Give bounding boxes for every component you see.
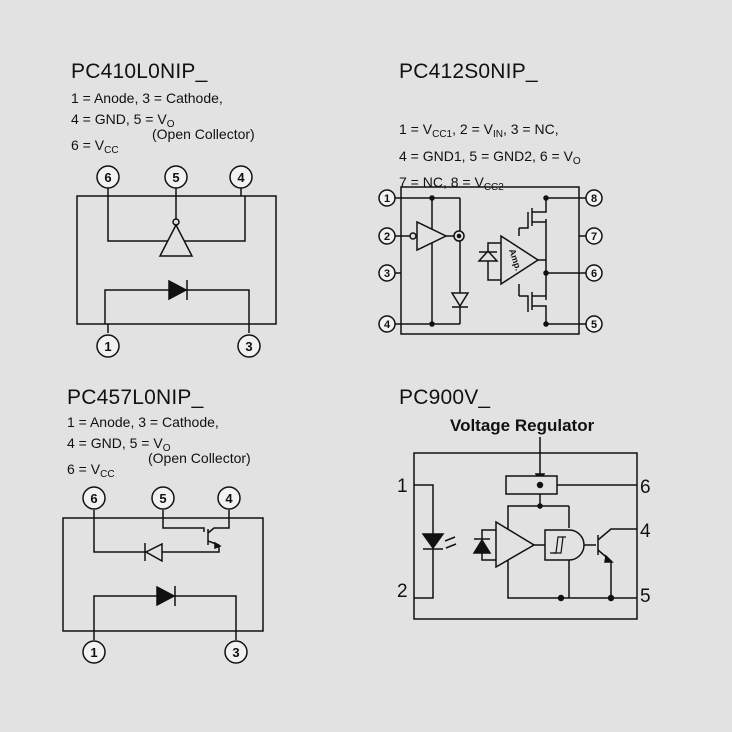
svg-text:5: 5 (591, 319, 597, 331)
pc412-pin-6: 6 (585, 264, 603, 282)
svg-text:4: 4 (384, 319, 391, 331)
pc410-inverter-triangle (158, 223, 194, 257)
pc410-pin-5: 5 (164, 165, 188, 189)
pc900-pin-4: 4 (640, 521, 651, 542)
pc412-diagram: 1 2 3 4 8 7 (378, 186, 603, 335)
pc410-pin-6: 6 (96, 165, 120, 189)
pc457-desc-line: 4 = GND, 5 = VO (67, 434, 171, 454)
pc457-led-diode (156, 585, 176, 607)
pc900-package-outline (413, 452, 638, 620)
pc412-desc-line: 1 = VCC1, 2 = VIN, 3 = NC, (399, 121, 559, 140)
pc410-desc-line: 4 = GND, 5 = VO (71, 110, 175, 130)
svg-text:7: 7 (591, 231, 597, 243)
svg-text:1: 1 (90, 645, 97, 660)
pc900-pin-5: 5 (640, 586, 651, 607)
svg-text:1: 1 (104, 339, 111, 354)
pc457-diagram: 6 5 4 1 3 (62, 486, 264, 664)
svg-text:3: 3 (384, 268, 390, 280)
pc457-desc-line: 6 = VCC (67, 461, 115, 480)
pc900-title: PC900V_ (399, 386, 491, 409)
pc412-pin-3: 3 (378, 264, 396, 282)
pc900-regulator-block (505, 475, 558, 495)
pc457-pin-description: 1 = Anode, 3 = Cathode, 4 = GND, 5 = VO … (67, 412, 219, 486)
svg-text:5: 5 (172, 170, 179, 185)
pc457-open-collector-note: (Open Collector) (148, 450, 251, 466)
pc412-pin-8: 8 (585, 189, 603, 207)
pc900-diagram: Voltage Regulator 1 2 6 4 5 (397, 416, 651, 620)
svg-text:6: 6 (591, 268, 597, 280)
pc457-pin-3: 3 (224, 640, 248, 664)
pc457-pin-5: 5 (151, 486, 175, 510)
svg-text:6: 6 (104, 170, 111, 185)
svg-text:8: 8 (591, 193, 597, 205)
pc410-pin-4: 4 (229, 165, 253, 189)
pc412-pin-7: 7 (585, 227, 603, 245)
svg-text:4: 4 (237, 170, 245, 185)
pc457-desc-line: 1 = Anode, 3 = Cathode, (67, 414, 219, 430)
svg-text:2: 2 (384, 231, 390, 243)
pc900-amp (495, 520, 536, 569)
pc410-diagram: 6 5 4 1 3 (76, 165, 277, 358)
pc410-pin-1: 1 (96, 334, 120, 358)
pc412-title: PC412S0NIP_ (399, 60, 538, 83)
pc900-photodiode (472, 538, 492, 554)
svg-text:3: 3 (232, 645, 239, 660)
svg-text:4: 4 (225, 491, 233, 506)
pc412-input-bubble (409, 232, 417, 240)
pc900-pin-6: 6 (640, 477, 651, 498)
pc457-title: PC457L0NIP_ (67, 386, 204, 409)
pc457-package-outline (62, 517, 264, 632)
pc412-pin-5: 5 (585, 315, 603, 333)
pc457-pin-1: 1 (82, 640, 106, 664)
pc900-led-diode (421, 533, 445, 550)
pc900-pin-2: 2 (397, 581, 408, 602)
pc457-pin-4: 4 (217, 486, 241, 510)
pc410-open-collector-note: (Open Collector) (152, 126, 255, 142)
svg-text:6: 6 (90, 491, 97, 506)
pc412-led-diode (450, 292, 470, 308)
svg-text:5: 5 (159, 491, 166, 506)
pc412-pin-4: 4 (378, 315, 396, 333)
svg-text:1: 1 (384, 193, 390, 205)
pc410-desc-line: 1 = Anode, 3 = Cathode, (71, 90, 223, 106)
pc457-pin-6: 6 (82, 486, 106, 510)
pc412-package-outline (400, 186, 580, 335)
svg-text:3: 3 (245, 339, 252, 354)
pc457-photodiode (144, 542, 163, 563)
pc412-input-buffer (416, 220, 448, 252)
pc410-pin-3: 3 (237, 334, 261, 358)
pc900-voltage-regulator-label: Voltage Regulator (450, 416, 595, 435)
pc412-pin-1: 1 (378, 189, 396, 207)
pc410-pin-description: 1 = Anode, 3 = Cathode, 4 = GND, 5 = VO … (71, 88, 223, 162)
pc410-desc-line: 6 = VCC (71, 137, 119, 156)
pc412-amp (500, 234, 540, 286)
pc410-led-diode (168, 279, 188, 301)
pc900-pin-1: 1 (397, 476, 408, 497)
pc412-desc-line: 4 = GND1, 5 = GND2, 6 = VO (399, 147, 581, 167)
pc410-title: PC410L0NIP_ (71, 60, 208, 83)
pc412-pin-2: 2 (378, 227, 396, 245)
pc900-schmitt-trigger (544, 529, 585, 561)
